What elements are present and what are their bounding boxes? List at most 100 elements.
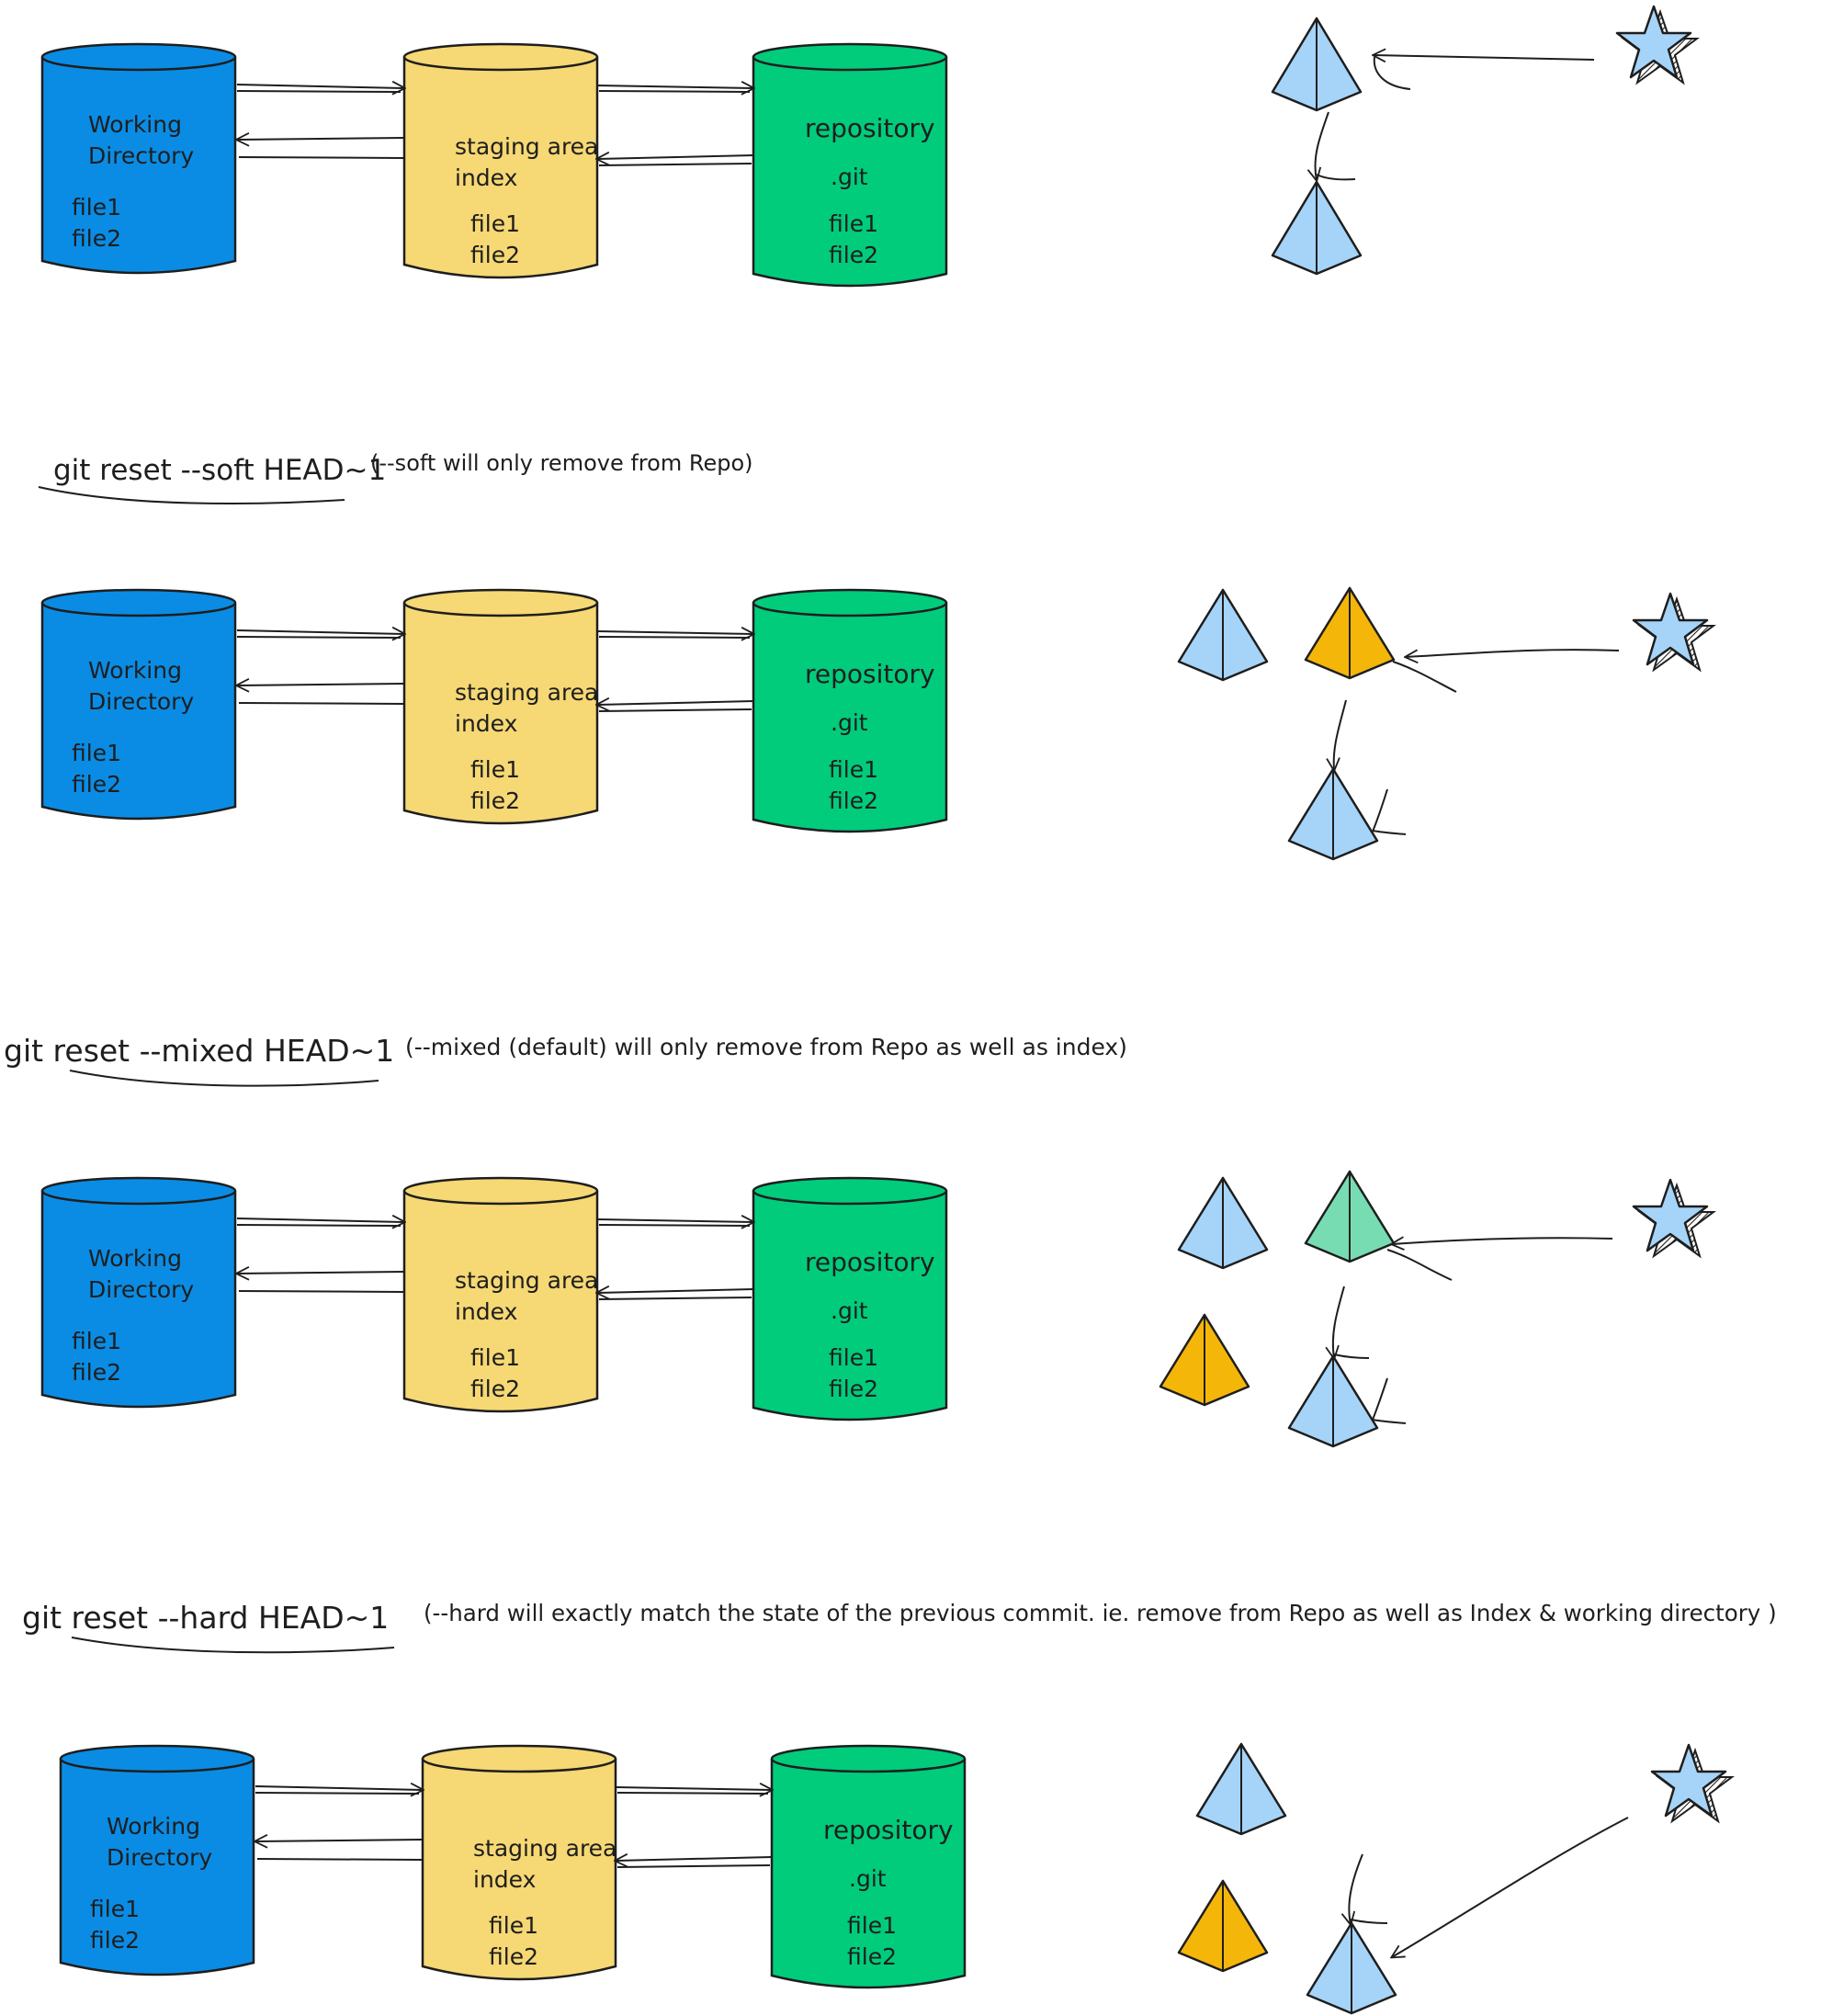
file2-label: file2 bbox=[72, 1359, 121, 1386]
flow-arrows bbox=[236, 85, 753, 166]
file1-label: file1 bbox=[470, 756, 520, 783]
pyramid-icon bbox=[1177, 1879, 1269, 1973]
cylinder-title-line1: repository bbox=[805, 659, 935, 689]
arrow-repo-to-staging bbox=[597, 701, 754, 705]
cylinder-title-line1: Working bbox=[107, 1813, 200, 1840]
pyramid-icon bbox=[1287, 767, 1379, 861]
cylinder-body bbox=[421, 1759, 617, 1981]
file2-label: file2 bbox=[489, 1943, 538, 1970]
working-directory-cylinder: Working Directory file1 file2 bbox=[40, 588, 237, 821]
section-heading-mixed: git reset --mixed HEAD~1 (--mixed (defau… bbox=[4, 1033, 1127, 1087]
cylinder-body bbox=[402, 57, 599, 279]
pyramid-icon bbox=[1195, 1742, 1287, 1836]
cylinder-body bbox=[402, 1191, 599, 1413]
star-icon bbox=[1650, 1743, 1735, 1824]
file1-label: file1 bbox=[847, 1912, 897, 1939]
staging-area-cylinder: staging area index file1 file2 bbox=[402, 588, 599, 825]
cylinder-body bbox=[752, 57, 948, 288]
cylinder-title-line2: Directory bbox=[88, 142, 194, 169]
cylinder-body bbox=[40, 57, 237, 275]
file2-label: file2 bbox=[72, 771, 121, 798]
cylinder-body bbox=[402, 603, 599, 825]
repository-cylinder: repository .git file1 file2 bbox=[770, 1744, 967, 1989]
cylinder-top bbox=[40, 42, 237, 72]
repository-cylinder: repository .git file1 file2 bbox=[752, 42, 948, 288]
commit-graph bbox=[1159, 1170, 1716, 1448]
commit-graph bbox=[1177, 586, 1716, 861]
file2-label: file2 bbox=[847, 1943, 897, 1970]
file1-label: file1 bbox=[72, 194, 121, 221]
cylinder-title-line1: repository bbox=[805, 1247, 935, 1277]
pyramid-icon bbox=[1159, 1313, 1250, 1407]
star-icon bbox=[1632, 592, 1716, 673]
arrow-repo-to-staging bbox=[616, 1857, 773, 1861]
row-soft: Working Directory file1 file2 staging ar… bbox=[40, 586, 1716, 861]
repository-cylinder: repository .git file1 file2 bbox=[752, 1176, 948, 1421]
star-icon bbox=[1632, 1178, 1716, 1259]
arrow-staging-to-working bbox=[237, 138, 405, 140]
parent-link bbox=[1334, 699, 1347, 770]
working-directory-cylinder: Working Directory file1 file2 bbox=[40, 1176, 237, 1409]
commit-graph bbox=[1177, 1742, 1735, 2015]
cylinder-title-line2: .git bbox=[831, 1297, 868, 1324]
cylinder-title-line2: Directory bbox=[88, 1276, 194, 1303]
working-directory-cylinder: Working Directory file1 file2 bbox=[40, 42, 237, 275]
arrow-working-to-staging bbox=[236, 85, 404, 88]
cylinder-body bbox=[752, 603, 948, 833]
staging-area-cylinder: staging area index file1 file2 bbox=[421, 1744, 617, 1981]
arrow-working-to-staging bbox=[236, 1218, 404, 1222]
command-text: git reset --hard HEAD~1 bbox=[22, 1600, 389, 1636]
cylinder-title-line2: index bbox=[473, 1866, 536, 1893]
pyramid-icon bbox=[1271, 17, 1363, 112]
cylinder-title-line1: staging area bbox=[455, 679, 598, 706]
head-pointer-arrow bbox=[1392, 1238, 1613, 1244]
working-directory-cylinder: Working Directory file1 file2 bbox=[59, 1744, 255, 1976]
file2-label: file2 bbox=[829, 242, 878, 268]
arrow-staging-to-repo bbox=[615, 1787, 772, 1790]
cylinder-title-line2: Directory bbox=[107, 1844, 212, 1871]
cylinder-title-line1: Working bbox=[88, 657, 182, 684]
file2-label: file2 bbox=[829, 787, 878, 814]
cylinder-title-line2: .git bbox=[831, 709, 868, 736]
pyramid-icon bbox=[1287, 1354, 1379, 1448]
file1-label: file1 bbox=[90, 1896, 140, 1922]
cylinder-top bbox=[59, 1744, 255, 1773]
cylinder-title-line2: index bbox=[455, 710, 517, 737]
flow-arrows bbox=[255, 1786, 773, 1868]
cylinder-top bbox=[770, 1744, 967, 1773]
cylinder-body bbox=[770, 1759, 967, 1989]
arrow-staging-to-working bbox=[237, 1272, 405, 1274]
command-note: (--hard will exactly match the state of … bbox=[424, 1600, 1777, 1626]
cylinder-body bbox=[40, 1191, 237, 1409]
cylinder-title-line2: index bbox=[455, 164, 517, 191]
file2-label: file2 bbox=[470, 242, 520, 268]
arrow-repo-to-staging bbox=[597, 1289, 754, 1293]
arrow-staging-to-working bbox=[255, 1840, 424, 1841]
commit-graph bbox=[1271, 5, 1700, 276]
row-hard: Working Directory file1 file2 staging ar… bbox=[59, 1742, 1735, 2015]
pyramid-icon bbox=[1177, 588, 1269, 682]
cylinder-title-line1: Working bbox=[88, 111, 182, 138]
cylinder-title-line1: staging area bbox=[455, 133, 598, 160]
arrow-staging-to-repo bbox=[596, 631, 753, 634]
pyramid-icon bbox=[1177, 1176, 1269, 1270]
staging-area-cylinder: staging area index file1 file2 bbox=[402, 1176, 599, 1413]
staging-area-cylinder: staging area index file1 file2 bbox=[402, 42, 599, 279]
parent-link bbox=[1333, 1285, 1345, 1358]
file2-label: file2 bbox=[470, 787, 520, 814]
cylinder-body bbox=[59, 1759, 255, 1976]
cylinder-top bbox=[40, 1176, 237, 1206]
pyramid-icon bbox=[1271, 180, 1363, 276]
file1-label: file1 bbox=[489, 1912, 538, 1939]
command-note: (--soft will only remove from Repo) bbox=[370, 450, 752, 476]
cylinder-body bbox=[40, 603, 237, 821]
cylinder-top bbox=[752, 588, 948, 617]
command-note: (--mixed (default) will only remove from… bbox=[405, 1034, 1127, 1060]
section-heading-hard: git reset --hard HEAD~1 (--hard will exa… bbox=[22, 1600, 1777, 1654]
cylinder-top bbox=[421, 1744, 617, 1773]
star-icon bbox=[1615, 5, 1700, 85]
row-initial: Working Directory file1 file2 staging ar… bbox=[40, 5, 1700, 288]
pyramid-icon bbox=[1304, 586, 1396, 680]
repository-cylinder: repository .git file1 file2 bbox=[752, 588, 948, 833]
